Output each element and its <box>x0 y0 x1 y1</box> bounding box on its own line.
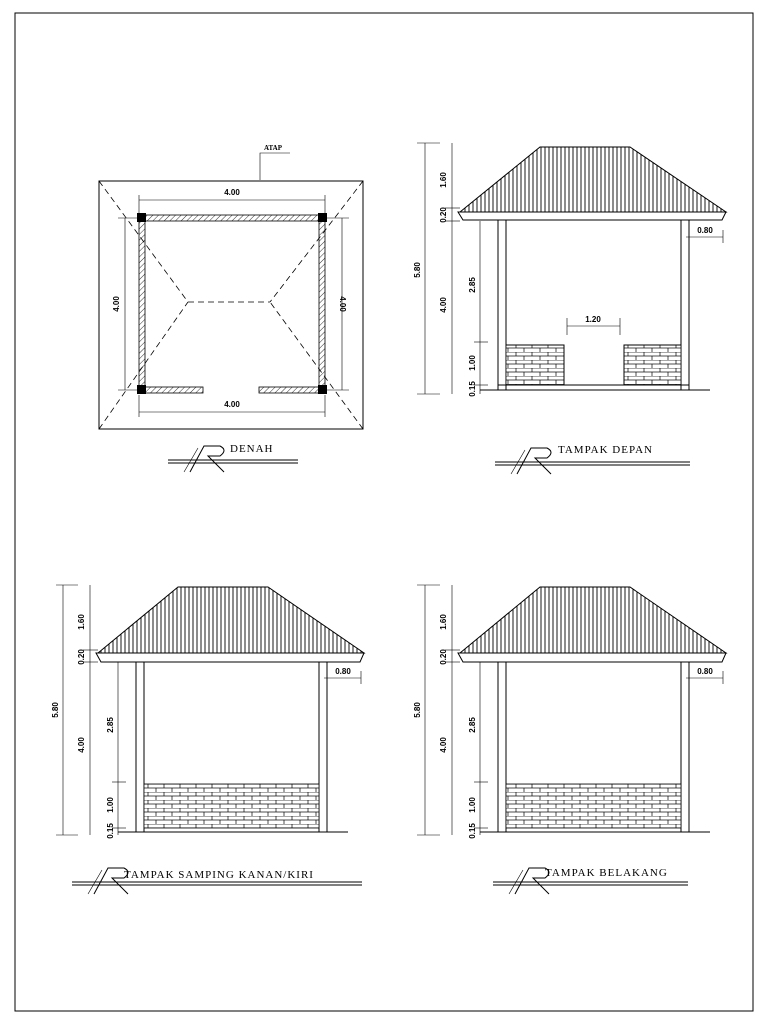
plan-view: 4.00 4.00 4.00 4.00 ATAP <box>98 144 364 430</box>
logo-icon <box>168 445 298 473</box>
back-plinth: 0.15 <box>468 823 477 839</box>
wall-bottom-right <box>258 386 326 394</box>
front-title: TAMPAK DEPAN <box>495 444 690 475</box>
side-overhang: 0.80 <box>335 667 351 676</box>
side-opening-height: 2.85 <box>106 717 115 733</box>
front-roof <box>457 146 728 221</box>
back-roof-height: 1.60 <box>439 614 448 630</box>
plan-title: DENAH <box>168 443 298 473</box>
side-title: TAMPAK SAMPING KANAN/KIRI <box>72 867 362 895</box>
front-eave: 0.20 <box>439 207 448 223</box>
back-overhang: 0.80 <box>697 667 713 676</box>
roof-label: ATAP <box>264 144 283 152</box>
side-roof-height: 1.60 <box>77 614 86 630</box>
wall-bottom-left <box>138 386 204 394</box>
plan-dim-left: 4.00 <box>112 296 121 312</box>
front-door-width: 1.20 <box>585 315 601 324</box>
plan-title-text: DENAH <box>230 443 274 455</box>
back-title-text: TAMPAK BELAKANG <box>545 867 668 879</box>
side-plinth: 0.15 <box>106 823 115 839</box>
back-parapet: 1.00 <box>468 797 477 813</box>
logo-icon <box>495 447 690 475</box>
front-elevation: 1.20 0.80 5.80 1.60 0.20 4.00 2.85 1.00 … <box>413 142 728 397</box>
front-roof-height: 1.60 <box>439 172 448 188</box>
back-elevation: 0.80 5.80 1.60 0.20 4.00 2.85 1.00 0.15 <box>413 584 728 839</box>
sheet-border <box>14 12 754 1012</box>
roof-outline <box>98 180 364 430</box>
front-wall-height: 4.00 <box>439 297 448 313</box>
side-elevation: 0.80 5.80 1.60 0.20 4.00 2.85 1.00 0.15 <box>51 584 366 839</box>
back-opening-height: 2.85 <box>468 717 477 733</box>
front-parapet: 1.00 <box>468 355 477 371</box>
back-total-height: 5.80 <box>413 702 422 718</box>
side-parapet: 1.00 <box>106 797 115 813</box>
side-title-text: TAMPAK SAMPING KANAN/KIRI <box>124 869 314 881</box>
front-opening-height: 2.85 <box>468 277 477 293</box>
logo-icon <box>493 867 688 895</box>
back-title: TAMPAK BELAKANG <box>493 867 688 895</box>
wall-left <box>138 214 146 394</box>
logo-icon <box>72 867 362 895</box>
back-wall-height: 4.00 <box>439 737 448 753</box>
front-title-text: TAMPAK DEPAN <box>558 444 653 456</box>
front-overhang: 0.80 <box>697 226 713 235</box>
plan-dim-top: 4.00 <box>224 188 240 197</box>
wall-right <box>318 214 326 394</box>
plan-dim-right: 4.00 <box>338 296 347 312</box>
plan-dim-bottom: 4.00 <box>224 400 240 409</box>
front-plinth: 0.15 <box>468 381 477 397</box>
side-total-height: 5.80 <box>51 702 60 718</box>
side-eave: 0.20 <box>77 649 86 665</box>
side-wall-height: 4.00 <box>77 737 86 753</box>
front-total-height: 5.80 <box>413 262 422 278</box>
wall-top <box>138 214 326 222</box>
back-eave: 0.20 <box>439 649 448 665</box>
